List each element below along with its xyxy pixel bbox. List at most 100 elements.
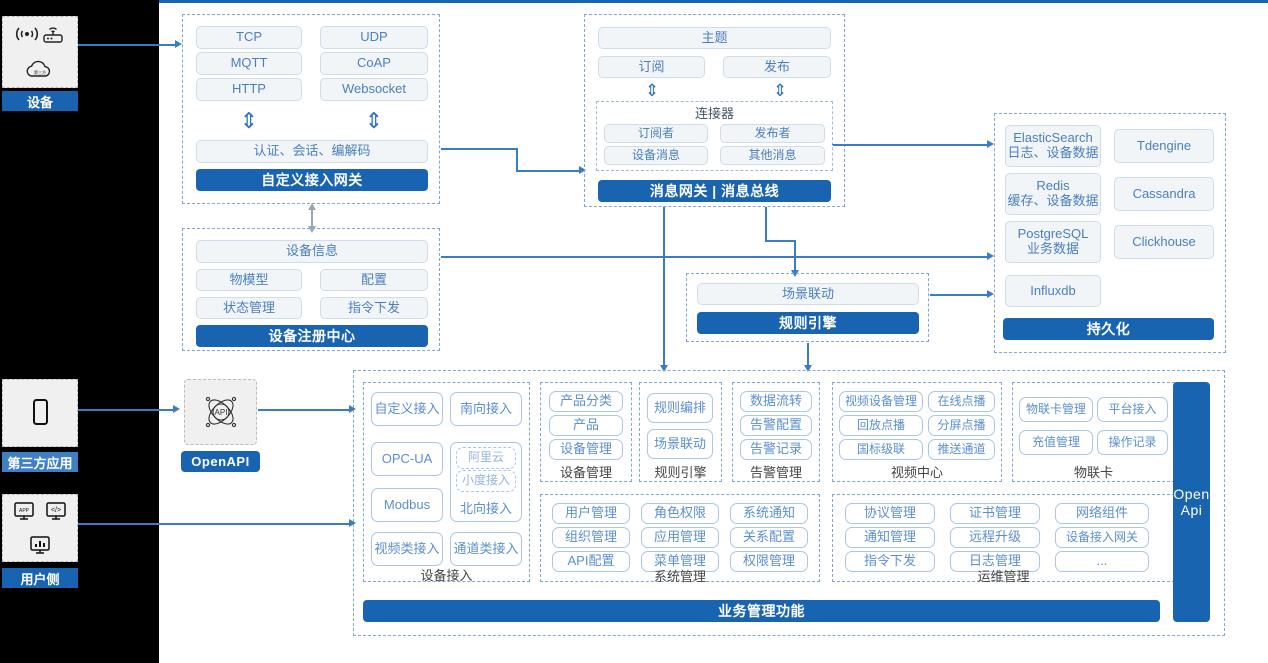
connector-other-message[interactable]: 其他消息 <box>720 146 825 165</box>
gateway-middle-layer[interactable]: 认证、会话、编解码 <box>196 140 428 163</box>
protocol-coap[interactable]: CoAP <box>320 52 428 75</box>
persistence-tdengine[interactable]: Tdengine <box>1114 129 1214 163</box>
registry-state-management[interactable]: 状态管理 <box>196 297 302 319</box>
sidebar-item-device[interactable]: 设备 <box>2 91 78 111</box>
video-playback[interactable]: 回放点播 <box>839 415 923 436</box>
device-access-caption: 设备接入 <box>420 567 473 583</box>
registry-thing-model[interactable]: 物模型 <box>196 269 302 291</box>
connector-device-message[interactable]: 设备消息 <box>604 146 708 165</box>
sidebar-item-device-label: 设备 <box>26 94 53 110</box>
registry-bar[interactable]: 设备注册中心 <box>196 325 428 347</box>
connector-publisher[interactable]: 发布者 <box>720 124 825 143</box>
devmgmt-device-management[interactable]: 设备管理 <box>549 439 623 460</box>
sidebar-item-user-side[interactable]: 用户侧 <box>2 568 78 588</box>
rule-scene-linkage-item[interactable]: 场景联动 <box>647 429 713 459</box>
ops-more[interactable]: ... <box>1055 551 1149 572</box>
registry-device-info[interactable]: 设备信息 <box>196 240 428 263</box>
video-push-channel[interactable]: 推送通道 <box>928 439 995 460</box>
connector-openapi-to-business <box>258 409 350 411</box>
access-video[interactable]: 视频类接入 <box>371 532 443 566</box>
protocol-udp[interactable]: UDP <box>320 26 428 49</box>
alarm-config[interactable]: 告警配置 <box>740 415 812 436</box>
top-accent-line <box>159 0 1268 3</box>
sidebar-item-third-party-app[interactable]: 第三方应用 <box>2 452 78 472</box>
connector-bus-to-business <box>663 207 665 367</box>
persistence-clickhouse[interactable]: Clickhouse <box>1114 225 1214 259</box>
gateway-bar[interactable]: 自定义接入网关 <box>196 169 428 191</box>
sysmgmt-permission-management[interactable]: 权限管理 <box>730 551 808 572</box>
connector-subscriber[interactable]: 订阅者 <box>604 124 708 143</box>
rule-engine-business-group <box>639 382 722 482</box>
ops-device-access-gateway[interactable]: 设备接入网关 <box>1055 527 1149 548</box>
iotcard-platform-access[interactable]: 平台接入 <box>1097 397 1168 422</box>
persistence-cassandra[interactable]: Cassandra <box>1114 177 1214 211</box>
ops-command-dispatch[interactable]: 指令下发 <box>845 551 935 572</box>
iotcard-management[interactable]: 物联卡管理 <box>1019 397 1093 422</box>
alarm-record[interactable]: 告警记录 <box>740 439 812 460</box>
protocol-websocket[interactable]: Websocket <box>320 78 428 101</box>
video-center-caption: 视频中心 <box>890 464 943 480</box>
iotcard-operation-log[interactable]: 操作记录 <box>1097 430 1168 455</box>
cloud-icon: 第三方 <box>26 60 51 77</box>
message-topic[interactable]: 主题 <box>598 27 831 49</box>
sysmgmt-system-notice[interactable]: 系统通知 <box>730 503 808 524</box>
arrow-app-to-openapi <box>173 405 180 413</box>
protocol-http[interactable]: HTTP <box>196 78 302 101</box>
sysmgmt-relation-config[interactable]: 关系配置 <box>730 527 808 548</box>
connector-bus-to-persistence-v <box>832 144 834 145</box>
access-southbound[interactable]: 南向接入 <box>450 392 522 426</box>
sysmgmt-role-permission[interactable]: 角色权限 <box>641 503 719 524</box>
rule-scene-linkage[interactable]: 场景联动 <box>697 283 919 305</box>
registry-command-dispatch[interactable]: 指令下发 <box>320 297 428 319</box>
sidebar-icon-device: 第三方 <box>2 16 78 88</box>
access-northbound-aliyun[interactable]: 阿里云 <box>456 447 516 469</box>
message-bus-bar[interactable]: 消息网关 | 消息总线 <box>598 180 831 202</box>
persistence-postgresql[interactable]: PostgreSQL 业务数据 <box>1005 221 1101 263</box>
rule-orchestration[interactable]: 规则编排 <box>647 393 713 423</box>
protocol-tcp[interactable]: TCP <box>196 26 302 49</box>
sysmgmt-user-management[interactable]: 用户管理 <box>552 503 630 524</box>
access-modbus[interactable]: Modbus <box>371 488 443 522</box>
message-bus-group <box>584 14 845 207</box>
ops-network-component[interactable]: 网络组件 <box>1055 503 1149 524</box>
connector-user-to-business <box>78 523 350 525</box>
protocol-mqtt[interactable]: MQTT <box>196 52 302 75</box>
video-split-screen[interactable]: 分屏点播 <box>928 415 995 436</box>
open-api-vertical-bar[interactable]: Open Api <box>1173 382 1210 622</box>
message-publish[interactable]: 发布 <box>723 56 831 78</box>
persistence-redis[interactable]: Redis 缓存、设备数据 <box>1005 173 1101 215</box>
persistence-influxdb[interactable]: Influxdb <box>1005 275 1101 307</box>
ops-log-management[interactable]: 日志管理 <box>950 551 1040 572</box>
ops-cert-management[interactable]: 证书管理 <box>950 503 1040 524</box>
ops-notice-management[interactable]: 通知管理 <box>845 527 935 548</box>
connector-gateway-registry <box>311 206 313 228</box>
access-channel[interactable]: 通道类接入 <box>450 532 522 566</box>
access-opc-ua[interactable]: OPC-UA <box>371 442 443 476</box>
ops-remote-upgrade[interactable]: 远程升级 <box>950 527 1040 548</box>
registry-config[interactable]: 配置 <box>320 269 428 291</box>
video-device-management[interactable]: 视频设备管理 <box>839 391 923 412</box>
arrow-device-to-gateway <box>175 40 182 48</box>
ops-protocol-management[interactable]: 协议管理 <box>845 503 935 524</box>
video-live-stream[interactable]: 在线点播 <box>928 391 995 412</box>
message-subscribe[interactable]: 订阅 <box>598 56 705 78</box>
persistence-elasticsearch[interactable]: ElasticSearch 日志、设备数据 <box>1005 125 1101 167</box>
rule-engine-bar[interactable]: 规则引擎 <box>697 312 919 334</box>
iotcard-recharge[interactable]: 充值管理 <box>1019 430 1093 455</box>
sysmgmt-api-config[interactable]: API配置 <box>552 551 630 572</box>
sysmgmt-app-management[interactable]: 应用管理 <box>641 527 719 548</box>
video-center-group <box>832 382 1002 482</box>
video-gb-cascade[interactable]: 国标级联 <box>839 439 923 460</box>
access-custom[interactable]: 自定义接入 <box>371 392 443 426</box>
openapi-badge[interactable]: OpenAPI <box>181 451 260 472</box>
persistence-bar[interactable]: 持久化 <box>1003 318 1214 340</box>
alarm-data-flow[interactable]: 数据流转 <box>740 391 812 412</box>
arrow-openapi-to-business <box>349 405 356 413</box>
sysmgmt-menu-management[interactable]: 菜单管理 <box>641 551 719 572</box>
devmgmt-product-category[interactable]: 产品分类 <box>549 391 623 412</box>
business-bottom-bar[interactable]: 业务管理功能 <box>363 600 1160 622</box>
sysmgmt-org-management[interactable]: 组织管理 <box>552 527 630 548</box>
devmgmt-product[interactable]: 产品 <box>549 415 623 436</box>
access-northbound-xiaodu[interactable]: 小度接入 <box>456 470 516 492</box>
connector-bus-to-rule-v1 <box>765 207 767 241</box>
